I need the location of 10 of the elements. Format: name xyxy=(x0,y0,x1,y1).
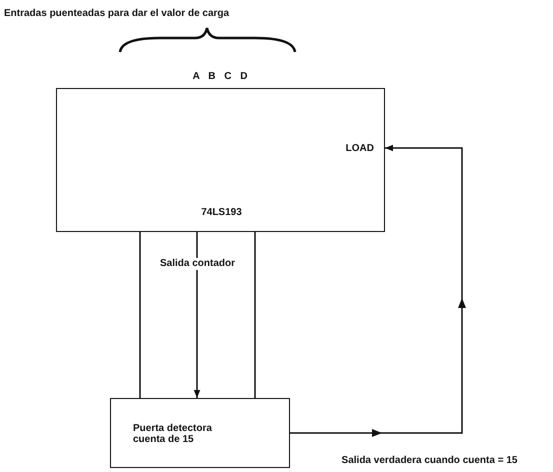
input-pin-labels: A B C D xyxy=(192,71,252,82)
bus-line xyxy=(139,232,141,398)
bus-line xyxy=(254,232,256,398)
arrow xyxy=(194,232,200,398)
pin-label: LOAD xyxy=(346,143,374,154)
arrow xyxy=(290,144,463,434)
note-text: Entradas puenteadas para dar el valor de carga xyxy=(4,8,230,19)
node-text: Puerta detectora cuenta de 15 xyxy=(133,423,213,445)
chip-label: 74LS193 xyxy=(200,207,243,218)
detector-gate-box xyxy=(110,398,290,468)
